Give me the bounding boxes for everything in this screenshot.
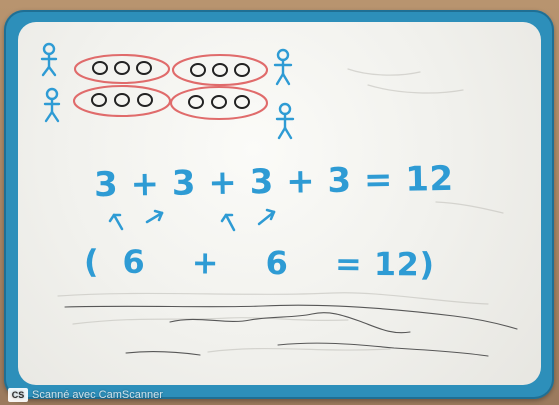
stick-figure-4 [277, 104, 293, 138]
scanner-logo: CS [8, 388, 28, 402]
camscanner-watermark: CS Scanné avec CamScanner [8, 387, 163, 403]
group-4 [171, 87, 267, 119]
whiteboard-frame: 3 + 3 + 3 + 3 = 12 ( 6 + 6 = 12) [4, 10, 554, 399]
repeated-addition-equation: 3 + 3 + 3 + 3 = 12 [94, 159, 454, 205]
group-2 [173, 55, 267, 85]
addition-arrows [110, 210, 274, 230]
whiteboard-surface: 3 + 3 + 3 + 3 = 12 ( 6 + 6 = 12) [18, 22, 541, 385]
stick-figure-1 [42, 44, 56, 75]
group-3 [74, 86, 170, 116]
group-1 [75, 55, 169, 83]
scanner-text: Scanné avec CamScanner [32, 389, 163, 401]
doubling-equation: ( 6 + 6 = 12) [84, 242, 435, 283]
stick-figure-3 [275, 50, 291, 84]
stick-figure-2 [45, 89, 59, 121]
